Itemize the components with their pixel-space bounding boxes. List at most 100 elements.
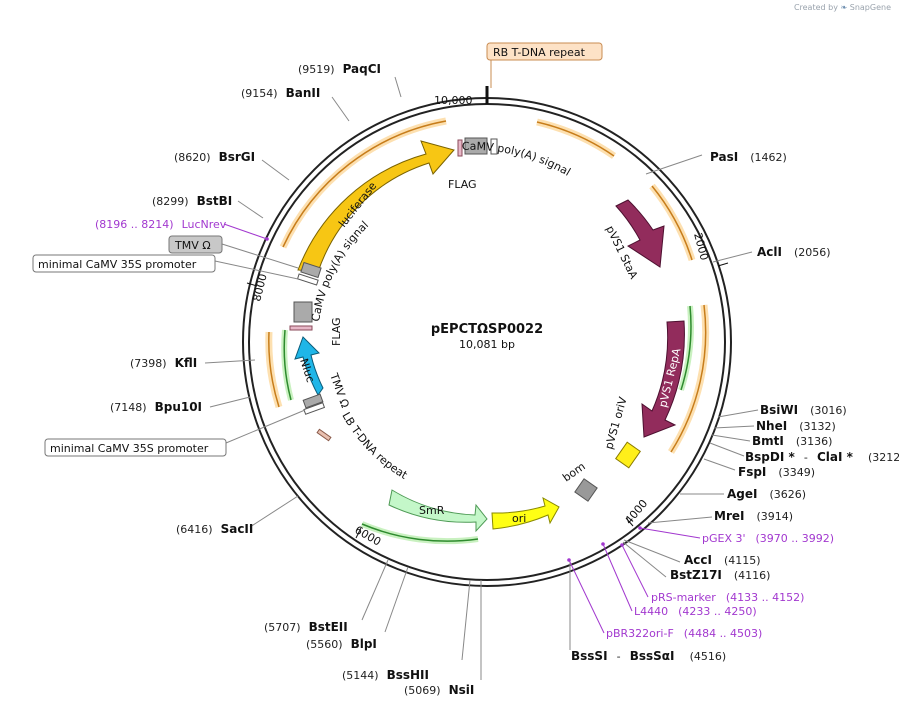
site-name: AclI (757, 245, 782, 259)
tmv-omega-inner-label: TMV Ω (327, 371, 352, 410)
primer-leader-line (568, 559, 605, 634)
site-banii[interactable]: (9154) BanII (241, 86, 320, 100)
site-acli[interactable]: AclI(2056) (757, 245, 831, 259)
plasmid-length: 10,081 bp (459, 338, 515, 351)
orf-arc-right (651, 185, 693, 261)
site-position: (5707) (264, 621, 301, 634)
promoter-top-label: minimal CaMV 35S promoter (38, 258, 197, 271)
primer-prs-marker[interactable]: pRS-marker(4133 .. 4152) (651, 591, 804, 604)
site-bstz17i[interactable]: BstZ17I (4116) (670, 568, 770, 582)
orf-arc-top-right (536, 121, 615, 157)
site-position: (9154) (241, 87, 278, 100)
primer-marker (567, 558, 571, 562)
site-leader-line (647, 516, 713, 524)
pvs1-repa-arrow[interactable] (641, 320, 685, 438)
minimal-35s-box-bottom[interactable] (303, 402, 326, 415)
promoter-bottom-label: minimal CaMV 35S promoter (50, 442, 209, 455)
smr-arrow[interactable] (388, 489, 488, 533)
site-position: (7398) (130, 357, 167, 370)
tick-2000-mark (717, 262, 729, 267)
camv-polya-left-box[interactable] (293, 301, 313, 323)
site-leader-line (703, 458, 736, 471)
flag-left-box[interactable] (289, 325, 313, 331)
lb-repeat-box[interactable] (316, 428, 332, 442)
camv-polya-top-box[interactable] (464, 137, 488, 155)
flag-top-box[interactable] (457, 139, 463, 157)
promoter-bottom-leader-line (225, 409, 306, 444)
site-leader-line (711, 434, 751, 442)
site-bsrgi[interactable]: (8620)BsrGI (174, 150, 255, 164)
tmv-omega-box[interactable] (300, 261, 322, 279)
site-nhei[interactable]: NheI(3132) (756, 419, 836, 433)
site-pasi[interactable]: PasI(1462) (710, 150, 787, 164)
site-bsssi[interactable]: BssSI - BssSαI (4516) (571, 645, 726, 664)
site-agei[interactable]: AgeI(3626) (727, 487, 806, 501)
primer-leader-line (621, 544, 649, 598)
flag-left-label: FLAG (330, 317, 343, 346)
site-position: (5144) (342, 669, 379, 682)
site-leader-line (645, 154, 703, 175)
site-mrei[interactable]: MreI(3914) (714, 509, 793, 523)
pvs1-staa-arrow[interactable] (615, 199, 665, 268)
primer-marker (638, 526, 642, 530)
primer-label: pRS-marker (651, 591, 716, 604)
site-kfli[interactable]: (7398) KflI (130, 356, 197, 370)
site-position: (3914) (756, 510, 793, 523)
site-leader-line (461, 579, 471, 661)
site-leader-line (712, 251, 753, 263)
site-acci[interactable]: AccI(4115) (684, 553, 761, 567)
site-name: BstZ17I (670, 568, 722, 582)
primers: (8196 .. 8214)LucNrev pGEX 3'(3970 .. 399… (95, 218, 834, 640)
primer-pgex-3-[interactable]: pGEX 3'(3970 .. 3992) (702, 532, 834, 545)
luciferase-arrow[interactable] (297, 140, 455, 273)
orf-arc-green-bottom (361, 523, 479, 542)
site-nsii[interactable]: (5069) NsiI (404, 683, 474, 697)
nluc-arrow[interactable] (294, 336, 324, 396)
pvs1-staa-label: pVS1 StaA (603, 224, 640, 282)
tmv-omega-inner-box[interactable] (302, 393, 324, 409)
promoter-bottom-label-box (44, 438, 227, 457)
tmv-leader-line (221, 243, 299, 269)
site-position: (3349) (778, 466, 815, 479)
site-position: (3136) (796, 435, 833, 448)
pvs1-oriv-box[interactable] (615, 441, 641, 469)
site-bsshii[interactable]: (5144)BssHII (342, 668, 429, 682)
flag-top-label: FLAG (448, 178, 477, 191)
site-leader-line (713, 425, 755, 429)
orf-arc-top-left (282, 120, 447, 248)
site-leader-line (394, 76, 402, 98)
site-bpu10i[interactable]: (7148)Bpu10I (110, 400, 202, 414)
site-position: (5069) (404, 684, 441, 697)
site-sacii[interactable]: (6416)SacII (176, 522, 253, 536)
site-blpi[interactable]: (5560)BlpI (306, 637, 377, 651)
primer-lucnrev[interactable]: (8196 .. 8214)LucNrev (95, 218, 227, 231)
site-bsiwi[interactable]: BsiWI(3016) (760, 403, 847, 417)
rb-repeat-box[interactable] (490, 138, 498, 155)
primer-pbr322ori-f[interactable]: pBR322ori-F(4484 .. 4503) (606, 627, 762, 640)
site-name: Bpu10I (155, 400, 202, 414)
site-position: (4116) (734, 569, 771, 582)
site-bsteii[interactable]: (5707) BstEII (264, 620, 348, 634)
site-leader-line (209, 396, 251, 408)
site-bmti[interactable]: BmtI(3136) (752, 434, 832, 448)
site-leader-line (261, 159, 290, 181)
site-leader-line (361, 559, 389, 621)
minimal-35s-box-top[interactable] (296, 273, 319, 286)
bom-box[interactable] (574, 478, 598, 502)
primer-marker (620, 543, 624, 547)
ori-arrow[interactable] (491, 496, 560, 530)
site-bstbi[interactable]: (8299)BstBI (152, 194, 232, 208)
site-leader-line (384, 566, 409, 633)
primer-l4440[interactable]: L4440(4233 .. 4250) (634, 605, 757, 618)
site-position: (8299) (152, 195, 189, 208)
site-name: PaqCI (343, 62, 381, 76)
site-paqci[interactable]: (9519)PaqCI (298, 62, 381, 76)
site-name: BanII (286, 86, 321, 100)
site-name: NsiI (449, 683, 475, 697)
primer-marker (601, 542, 605, 546)
site-name: KflI (175, 356, 198, 370)
site-fspi[interactable]: FspI(3349) (738, 465, 815, 479)
site-name: BstEII (309, 620, 348, 634)
site-bspdi[interactable]: BspDI * - ClaI * (3212) (745, 446, 899, 465)
credit-prefix: Created by (793, 3, 838, 12)
